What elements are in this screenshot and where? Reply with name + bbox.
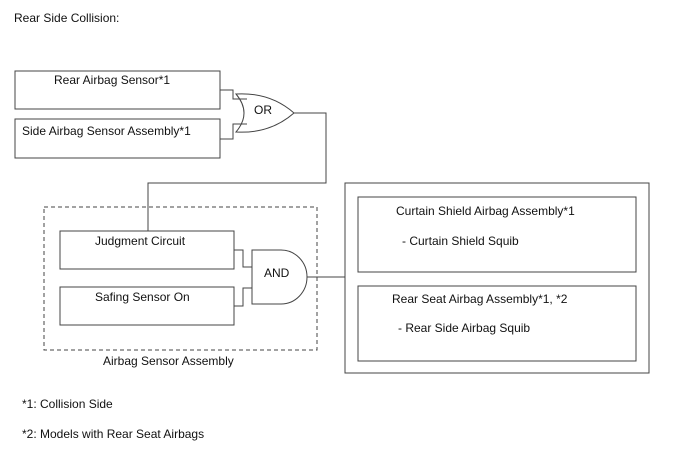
- and-gate: [251, 249, 308, 305]
- judgment-circuit-label: Judgment Circuit: [95, 234, 186, 248]
- footnote-2: *2: Models with Rear Seat Airbags: [22, 427, 205, 441]
- airbag-sensor-assembly-container: [43, 206, 318, 351]
- wire-judgment-to-and: [234, 249, 252, 268]
- and-gate-label: AND: [264, 266, 290, 280]
- rear-seat-title: Rear Seat Airbag Assembly*1, *2: [392, 292, 568, 306]
- diagram-title: Rear Side Collision:: [14, 11, 120, 25]
- footnote-1: *1: Collision Side: [22, 397, 113, 411]
- or-gate-label: OR: [254, 103, 272, 117]
- side-airbag-sensor-label: Side Airbag Sensor Assembly*1: [22, 124, 191, 138]
- safing-sensor-label: Safing Sensor On: [95, 290, 190, 304]
- or-gate: [234, 93, 295, 133]
- wire-or-to-judgment: [147, 112, 327, 231]
- rear-seat-box: [357, 285, 637, 362]
- wire-safing-to-and: [234, 287, 252, 307]
- wire-side-to-or: [220, 123, 247, 140]
- curtain-shield-box: [357, 196, 637, 273]
- curtain-shield-title: Curtain Shield Airbag Assembly*1: [396, 204, 575, 218]
- airbag-sensor-assembly-label: Airbag Sensor Assembly: [103, 354, 234, 368]
- outputs-container: [344, 182, 650, 374]
- rear-airbag-sensor-label: Rear Airbag Sensor*1: [54, 73, 171, 87]
- curtain-shield-detail: - Curtain Shield Squib: [402, 234, 519, 248]
- rear-seat-detail: - Rear Side Airbag Squib: [398, 321, 531, 335]
- wire-rear-to-or: [220, 89, 247, 100]
